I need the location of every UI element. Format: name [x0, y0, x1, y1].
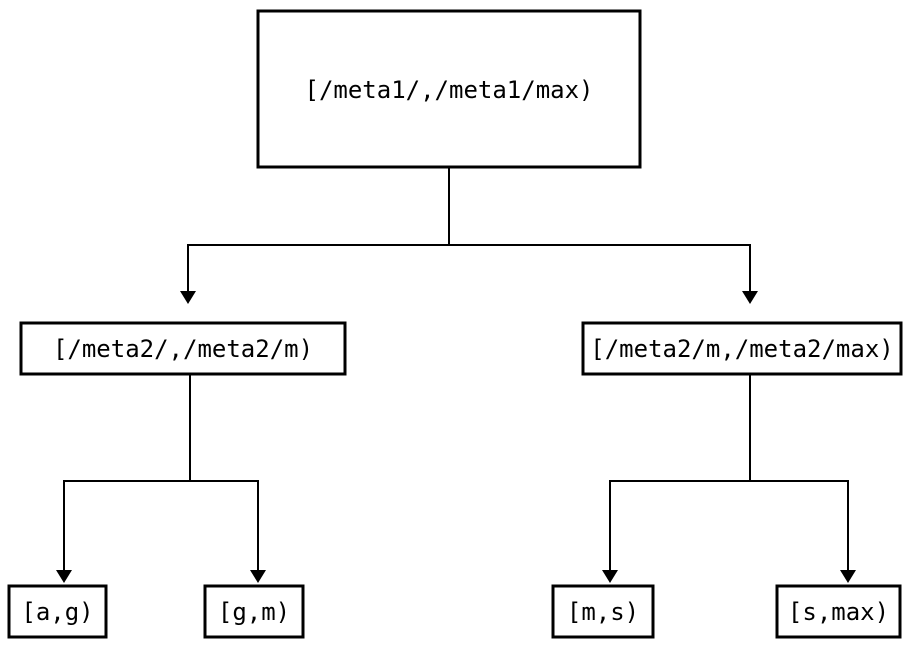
tree-node-leaf-s-max-label: [s,max) — [788, 598, 889, 626]
tree-node-leaf-a-g[interactable]: [a,g) — [7, 584, 108, 639]
arrow-to-leaf-s-max-icon — [840, 570, 856, 583]
tree-node-mid-right[interactable]: [/meta2/m,/meta2/max) — [581, 321, 903, 376]
tree-node-leaf-m-s-label: [m,s) — [567, 598, 639, 626]
edge-group-mid-right — [602, 374, 856, 583]
tree-node-root[interactable]: [/meta1/,/meta1/max) — [256, 9, 642, 169]
arrow-to-leaf-a-g-icon — [56, 570, 72, 583]
tree-node-leaf-m-s-box[interactable] — [551, 584, 655, 639]
arrow-to-leaf-m-s-icon — [602, 570, 618, 583]
tree-node-leaf-g-m-label: [g,m) — [218, 598, 290, 626]
tree-node-root-label: [/meta1/,/meta1/max) — [305, 76, 594, 104]
tree-node-leaf-a-g-label: [a,g) — [21, 598, 93, 626]
tree-node-leaf-s-max[interactable]: [s,max) — [775, 584, 902, 639]
tree-node-leaf-m-s[interactable]: [m,s) — [551, 584, 655, 639]
tree-node-leaf-g-m-box[interactable] — [203, 584, 305, 639]
edge-group-mid-left — [56, 374, 266, 583]
tree-node-mid-left-label: [/meta2/,/meta2/m) — [53, 335, 313, 363]
tree-node-leaf-g-m[interactable]: [g,m) — [203, 584, 305, 639]
edge-group-root — [180, 167, 758, 304]
tree-node-leaf-s-max-box[interactable] — [775, 584, 902, 639]
tree-node-mid-left-box[interactable] — [19, 321, 347, 376]
arrow-to-mid-right-icon — [742, 291, 758, 304]
tree-node-mid-left[interactable]: [/meta2/,/meta2/m) — [19, 321, 347, 376]
tree-node-mid-right-box[interactable] — [581, 321, 903, 376]
arrow-to-leaf-g-m-icon — [250, 570, 266, 583]
tree-node-root-box[interactable] — [256, 9, 642, 169]
tree-node-leaf-a-g-box[interactable] — [7, 584, 108, 639]
tree-node-mid-right-label: [/meta2/m,/meta2/max) — [590, 335, 893, 363]
arrow-to-mid-left-icon — [180, 291, 196, 304]
